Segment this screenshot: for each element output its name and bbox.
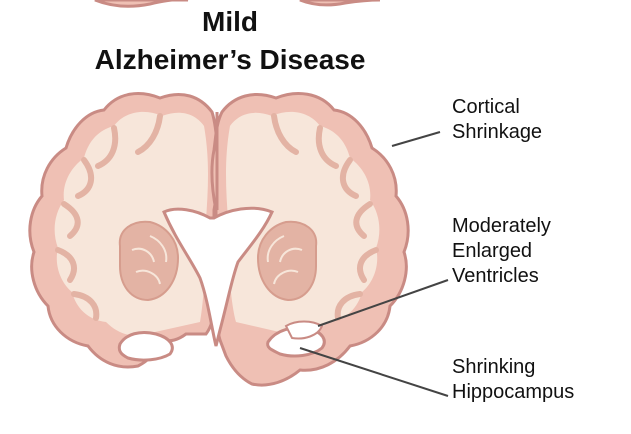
label-ventricles-line-1: Moderately bbox=[452, 214, 551, 239]
label-cortical-line-2: Shrinkage bbox=[452, 120, 542, 145]
label-hippocampus-line-1: Shrinking bbox=[452, 355, 574, 380]
cropped-cortex-fragment-right bbox=[300, 0, 380, 5]
label-ventricles-line-2: Enlarged bbox=[452, 239, 551, 264]
label-cortical-line-1: Cortical bbox=[452, 95, 542, 120]
label-enlarged-ventricles: Moderately Enlarged Ventricles bbox=[452, 214, 551, 289]
label-hippocampus-line-2: Hippocampus bbox=[452, 380, 574, 405]
cortical-shrinkage-leader-line bbox=[392, 132, 440, 146]
left-basal-ganglia bbox=[120, 222, 178, 300]
title-line-2: Alzheimer’s Disease bbox=[40, 44, 420, 76]
left-hippocampus bbox=[119, 332, 172, 360]
shrinking-hippocampus-leader-line bbox=[300, 348, 448, 396]
label-shrinking-hippocampus: Shrinking Hippocampus bbox=[452, 355, 574, 405]
label-cortical-shrinkage: Cortical Shrinkage bbox=[452, 95, 542, 145]
title-line-1: Mild bbox=[40, 6, 420, 38]
label-ventricles-line-3: Ventricles bbox=[452, 264, 551, 289]
right-basal-ganglia bbox=[258, 222, 316, 300]
